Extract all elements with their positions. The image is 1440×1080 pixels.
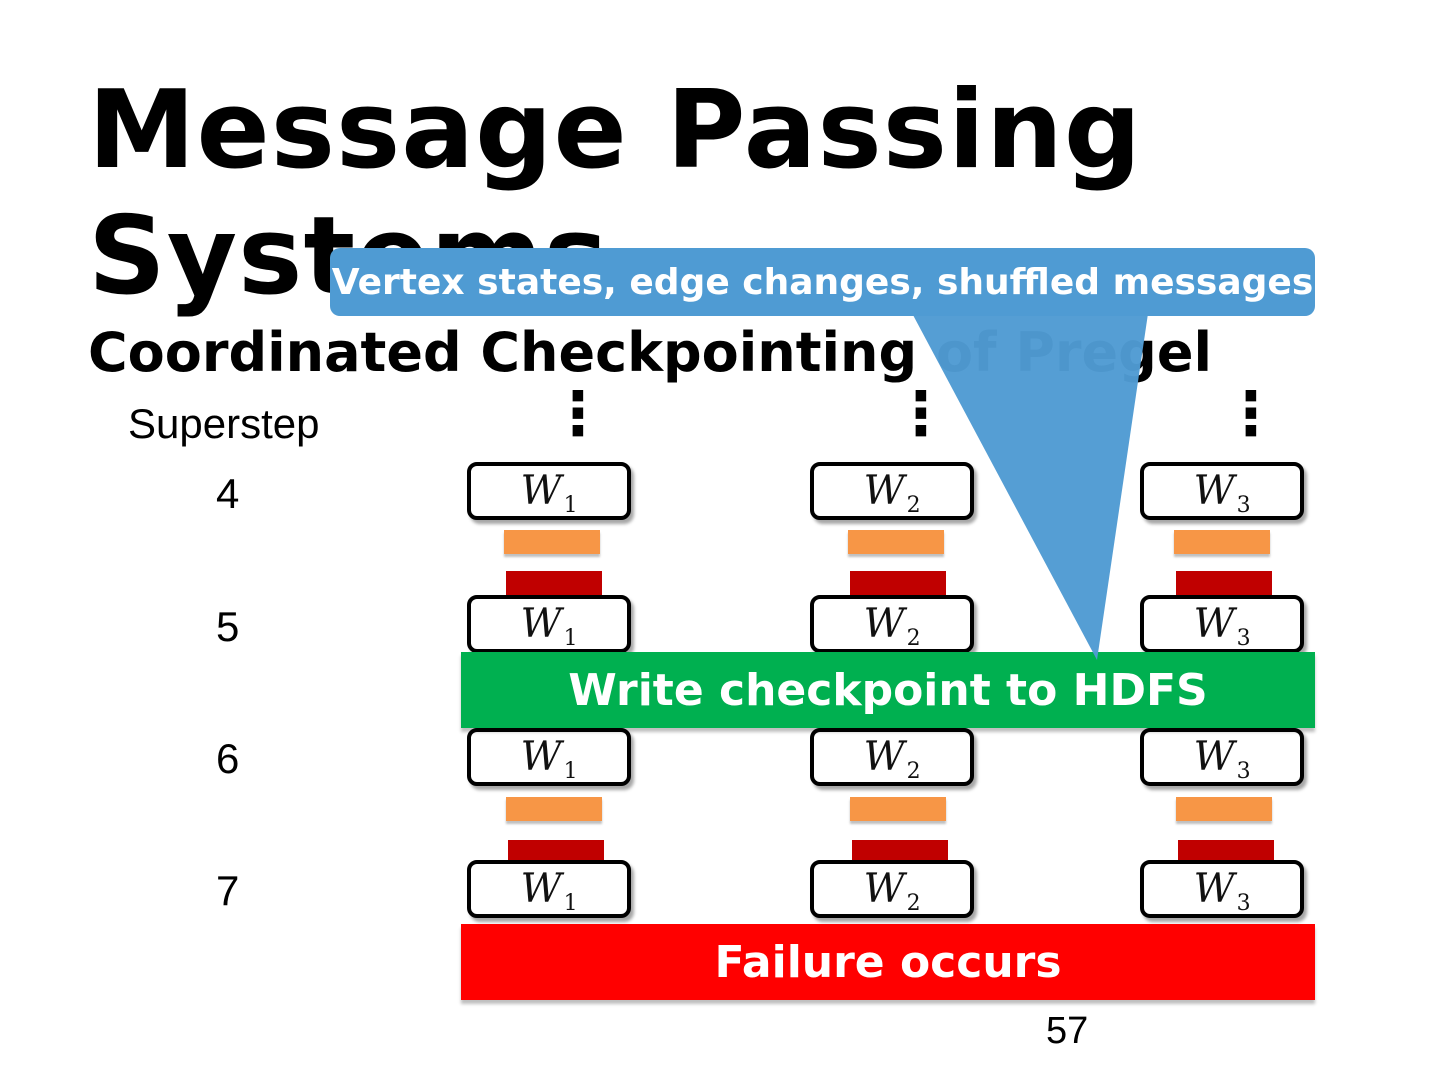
superstep-header: Superstep bbox=[128, 400, 320, 447]
superstep-label-5: 5 bbox=[216, 603, 240, 650]
page-number: 57 bbox=[1046, 1010, 1089, 1052]
compute-bar-w1-step4 bbox=[504, 530, 600, 554]
ellipsis-w2: ⋮ bbox=[891, 379, 951, 449]
superstep-label-4: 4 bbox=[216, 470, 240, 517]
checkpoint-banner: Write checkpoint to HDFS bbox=[461, 652, 1315, 728]
superstep-label-6: 6 bbox=[216, 735, 240, 782]
slide-subtitle: Coordinated Checkpointing of Pregel bbox=[88, 321, 1212, 384]
ellipsis-w1: ⋮ bbox=[548, 379, 608, 449]
compute-bar-w2-step4 bbox=[848, 530, 944, 554]
compute-bar-w3-step4 bbox=[1174, 530, 1270, 554]
compute-bar-w1-step6 bbox=[506, 797, 602, 821]
checkpoint-contents-callout: Vertex states, edge changes, shuffled me… bbox=[330, 248, 1315, 316]
message-bar-w3-step4 bbox=[1176, 571, 1272, 595]
compute-bar-w2-step6 bbox=[850, 797, 946, 821]
message-bar-w2-step4 bbox=[850, 571, 946, 595]
compute-bar-w3-step6 bbox=[1176, 797, 1272, 821]
failure-banner: Failure occurs bbox=[461, 924, 1315, 1000]
superstep-label-7: 7 bbox=[216, 867, 240, 914]
ellipsis-w3: ⋮ bbox=[1221, 379, 1281, 449]
message-bar-w1-step4 bbox=[506, 571, 602, 595]
